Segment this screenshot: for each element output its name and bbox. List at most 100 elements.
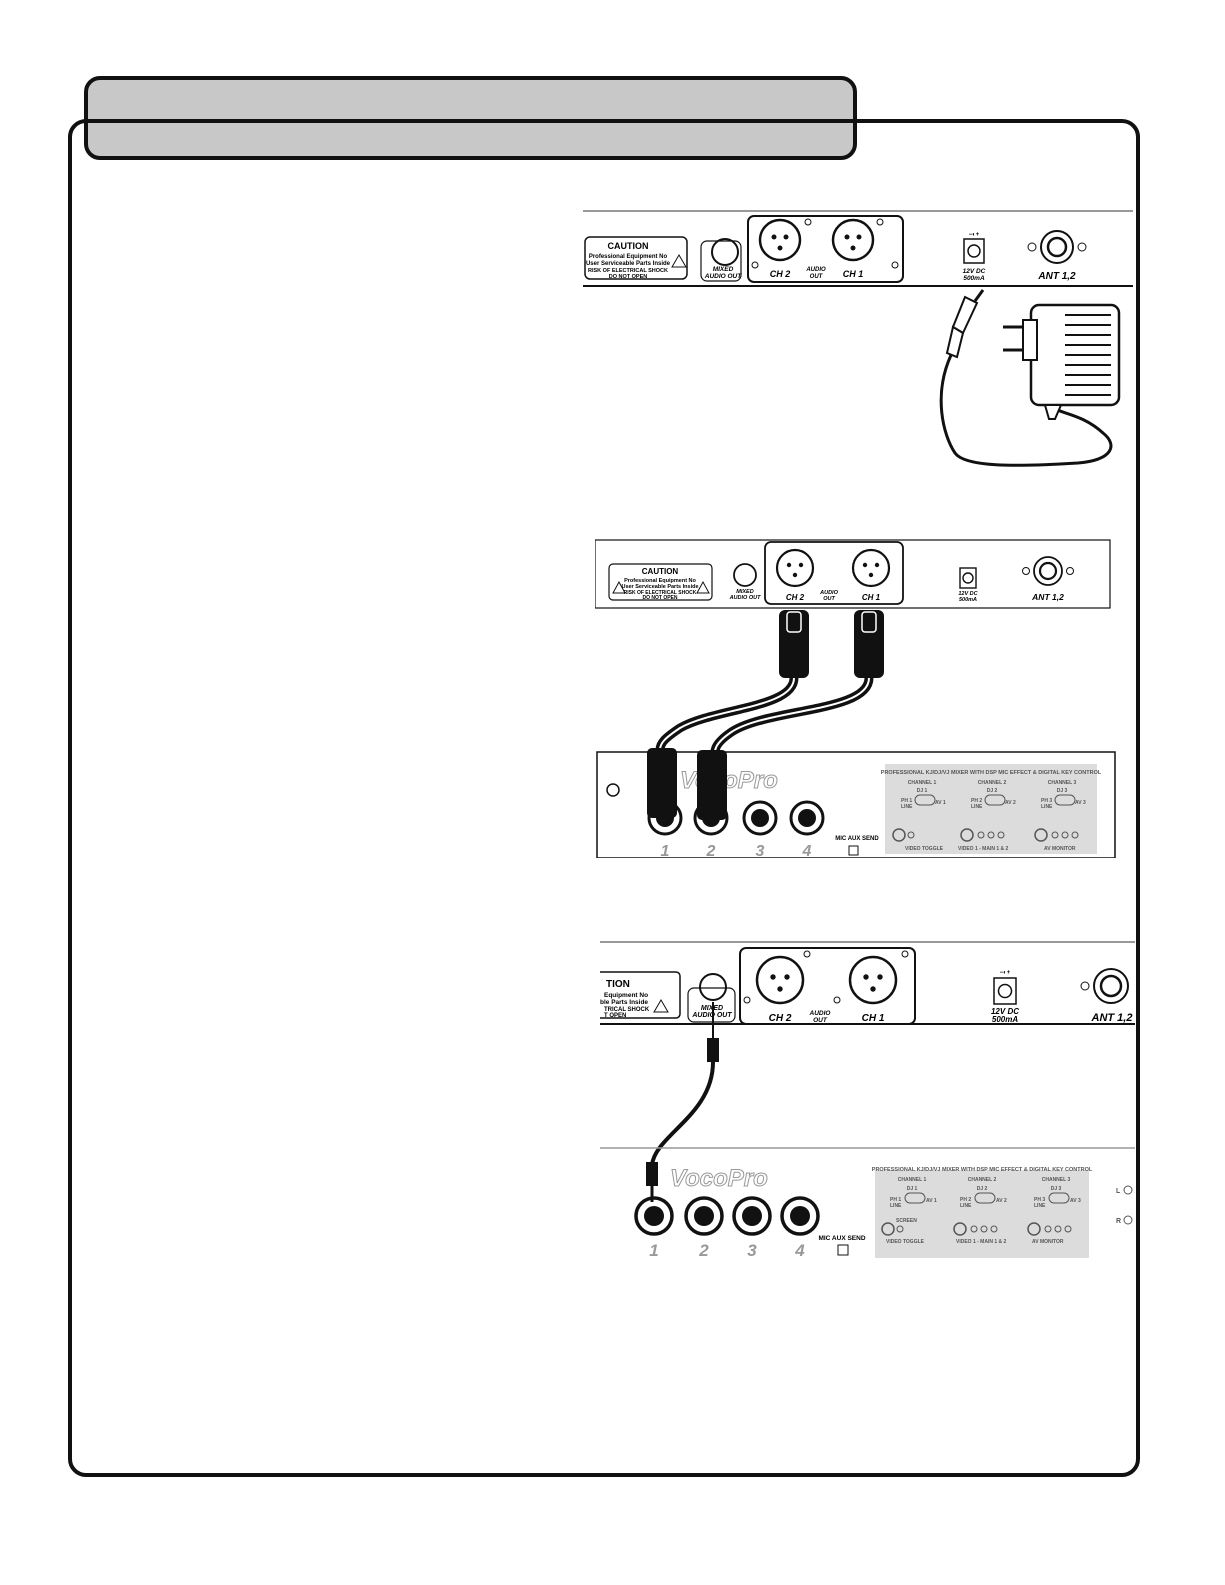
mic-inputs: 1 2 3 4 (634, 1196, 820, 1260)
xlr-ch2-jack (775, 548, 815, 588)
audio-out-label-1: AUDIO (819, 590, 838, 596)
dc-label-2: 500mA (992, 1015, 1018, 1024)
xlr-ch2-jack (758, 218, 802, 262)
caution-line-2: ble Parts Inside (600, 999, 648, 1006)
mixed-audio-out-jack (699, 973, 727, 1001)
mic-aux-send-label: MIC AUX SEND (835, 836, 879, 842)
svg-text:1: 1 (649, 1241, 658, 1260)
mixed-audio-out-jack (711, 238, 739, 266)
svg-text:CHANNEL 1: CHANNEL 1 (898, 1177, 927, 1183)
caution-label: TION Equipment No ble Parts Inside TRICA… (600, 971, 681, 1019)
xlr-ch2-jack (755, 955, 805, 1005)
antenna-jack (1093, 968, 1129, 1004)
ch1-label: CH 1 (843, 269, 864, 279)
svg-text:AV MONITOR: AV MONITOR (1044, 846, 1076, 852)
svg-text:4: 4 (794, 1241, 805, 1260)
svg-text:AV 2: AV 2 (996, 1198, 1007, 1204)
caution-label: CAUTION Professional Equipment No User S… (608, 563, 713, 601)
mixer-control-area (875, 1170, 1089, 1258)
dc-label-1: 12V DC (991, 1007, 1019, 1016)
svg-text:2: 2 (698, 1241, 709, 1260)
dc-label-2: 500mA (963, 275, 985, 282)
xlr-ch1-jack (831, 218, 875, 262)
warning-triangle-icon (612, 580, 626, 594)
svg-text:LINE: LINE (890, 1203, 902, 1209)
side-label-l: L (1116, 1188, 1121, 1195)
ch2-label: CH 2 (786, 593, 805, 602)
xlr-plate (747, 215, 904, 283)
caution-title: TION (606, 979, 630, 990)
svg-text:DJ 2: DJ 2 (977, 1186, 988, 1192)
mic-inputs: 1 2 3 4 (647, 800, 825, 858)
brand-logo: VocoPro (670, 1165, 768, 1192)
polarity-icon: −◐+ (969, 232, 980, 238)
svg-text:LINE: LINE (901, 804, 913, 810)
ch1-label: CH 1 (862, 1013, 885, 1024)
caution-line-1: Equipment No (604, 992, 648, 999)
brand-logo: VocoPro (680, 767, 778, 794)
audio-out-label-2: OUT (810, 274, 824, 280)
ch2-label: CH 2 (770, 269, 791, 279)
ant-label: ANT 1,2 (1031, 592, 1064, 602)
svg-text:3: 3 (747, 1241, 757, 1260)
svg-text:CHANNEL 3: CHANNEL 3 (1042, 1177, 1071, 1183)
audio-out-label-2: OUT (813, 1017, 828, 1024)
mixed-label-2: AUDIO OUT (704, 273, 743, 280)
warning-triangle-icon (653, 999, 669, 1013)
dc-label-2: 500mA (959, 597, 977, 603)
ant-label: ANT 1,2 (1091, 1012, 1133, 1024)
xlr-cables (655, 610, 884, 753)
ch1-label: CH 1 (862, 593, 881, 602)
caution-line-4: DO NOT OPEN (609, 274, 648, 280)
svg-text:SCREEN: SCREEN (896, 1218, 917, 1224)
caution-title: CAUTION (642, 567, 679, 576)
side-label-r: R (1116, 1218, 1121, 1225)
title-tab (84, 76, 857, 160)
svg-text:DJ 1: DJ 1 (917, 788, 928, 794)
dc-jack (963, 238, 985, 264)
svg-text:AV 2: AV 2 (1005, 800, 1016, 806)
polarity-icon: −◐+ (1000, 970, 1011, 976)
svg-text:AV MONITOR: AV MONITOR (1032, 1239, 1064, 1245)
ant-label: ANT 1,2 (1037, 271, 1076, 282)
caution-title: CAUTION (608, 241, 649, 251)
svg-text:AV 1: AV 1 (935, 800, 946, 806)
svg-text:AV 1: AV 1 (926, 1198, 937, 1204)
audio-out-label-1: AUDIO (805, 267, 826, 273)
power-adapter (939, 289, 1121, 467)
caution-label: CAUTION Professional Equipment No User S… (584, 236, 688, 280)
ch2-label: CH 2 (769, 1013, 792, 1024)
mixed-label-1: MIXED (713, 266, 734, 273)
svg-text:PH 1: PH 1 (890, 1197, 901, 1203)
caution-line-4: T OPEN (604, 1013, 626, 1019)
svg-text:CHANNEL 1: CHANNEL 1 (908, 780, 937, 786)
caution-line-2: User Serviceable Parts Inside (586, 261, 671, 267)
mixed-label-1: MIXED (736, 589, 753, 595)
svg-text:CHANNEL 3: CHANNEL 3 (1048, 780, 1077, 786)
xlr-plate (739, 947, 916, 1025)
svg-text:AV 3: AV 3 (1075, 800, 1086, 806)
svg-text:AV 3: AV 3 (1070, 1198, 1081, 1204)
mic-aux-send-label: MIC AUX SEND (818, 1235, 865, 1242)
svg-text:3: 3 (756, 843, 765, 858)
svg-text:4: 4 (802, 843, 812, 858)
figure-power-connection: CAUTION Professional Equipment No User S… (583, 205, 1133, 475)
svg-text:DJ 3: DJ 3 (1051, 1186, 1062, 1192)
dc-jack (959, 567, 977, 589)
xlr-plug-1 (647, 748, 677, 818)
xlr-ch1-jack (851, 548, 891, 588)
svg-text:1: 1 (661, 843, 670, 858)
mixed-label-2: AUDIO OUT (729, 595, 762, 601)
svg-text:DJ 1: DJ 1 (907, 1186, 918, 1192)
warning-triangle-icon (696, 580, 710, 594)
mixer-control-area (885, 764, 1097, 854)
svg-text:VIDEO 1 - MAIN 1 & 2: VIDEO 1 - MAIN 1 & 2 (958, 846, 1009, 852)
svg-text:2: 2 (706, 843, 716, 858)
svg-text:VIDEO TOGGLE: VIDEO TOGGLE (886, 1239, 925, 1245)
svg-text:PH 2: PH 2 (960, 1197, 971, 1203)
svg-text:CHANNEL 2: CHANNEL 2 (968, 1177, 997, 1183)
dc-label-1: 12V DC (963, 268, 986, 275)
caution-line-1: Professional Equipment No (624, 578, 696, 584)
caution-line-1: Professional Equipment No (589, 254, 668, 260)
xlr-plug-2 (697, 750, 727, 820)
